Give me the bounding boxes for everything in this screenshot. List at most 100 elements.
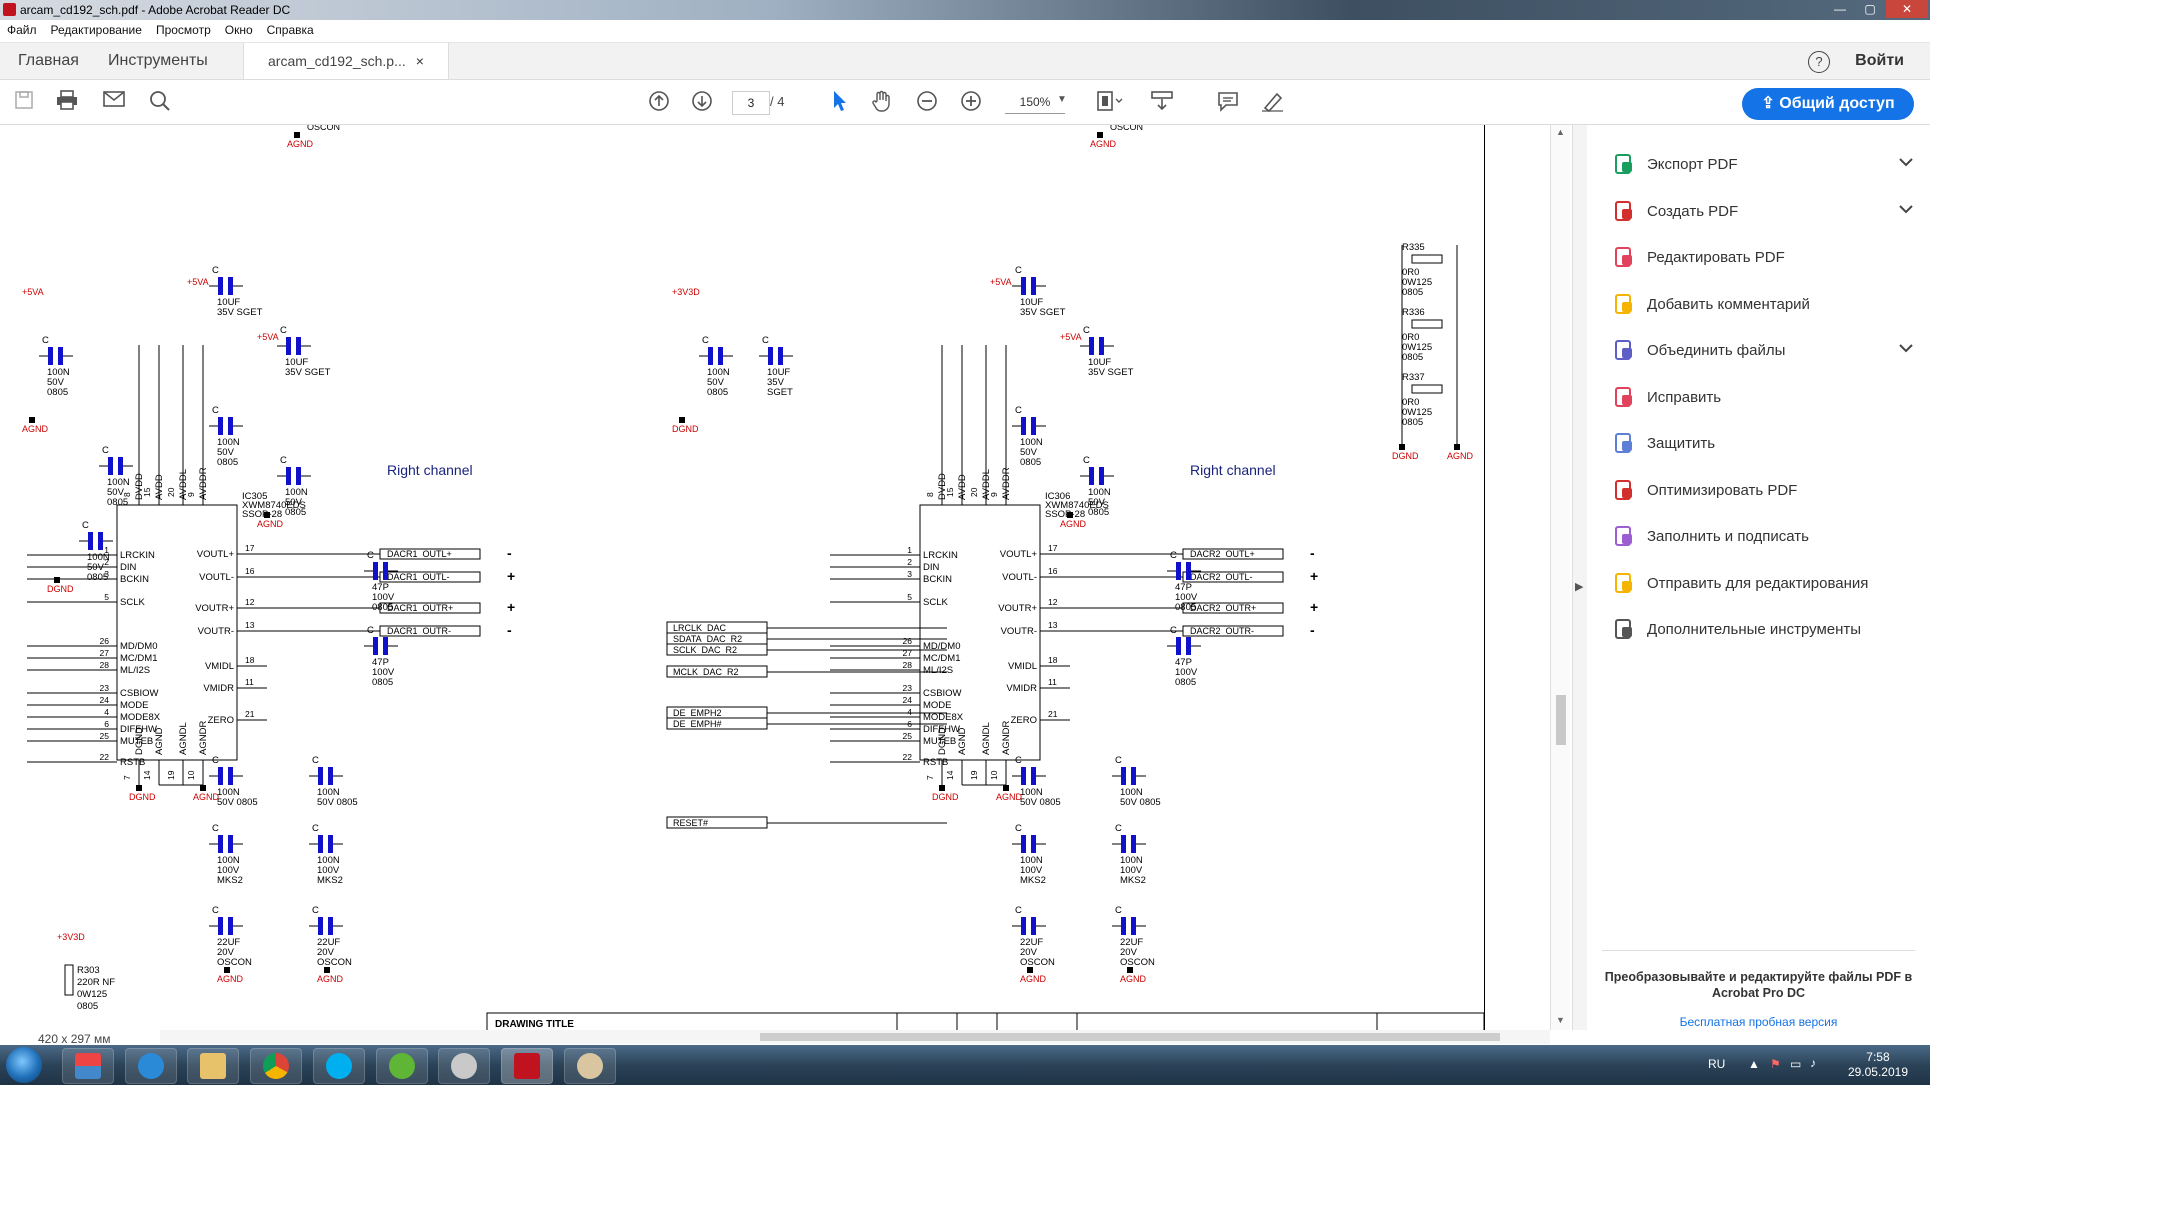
- minimize-button[interactable]: —: [1834, 2, 1846, 16]
- horizontal-scrollbar[interactable]: [160, 1030, 1550, 1044]
- ic-pin-number: 12: [1048, 597, 1058, 607]
- search-icon[interactable]: [148, 90, 172, 114]
- tool-label: Заполнить и подписать: [1647, 528, 1809, 545]
- print-icon[interactable]: [55, 90, 79, 114]
- zoom-out-icon[interactable]: [915, 90, 939, 114]
- cap-plate: [373, 562, 378, 580]
- tray-arrow-icon[interactable]: ▲: [1748, 1057, 1760, 1071]
- cap-plate: [48, 347, 53, 365]
- tool-edit-pdf[interactable]: Редактировать PDF: [1613, 243, 1913, 273]
- ic-pin-number: 9: [186, 492, 196, 497]
- cap-plate: [1186, 562, 1191, 580]
- language-indicator[interactable]: RU: [1708, 1057, 1726, 1071]
- vertical-scrollbar[interactable]: ▲ ▼: [1550, 125, 1570, 1030]
- share-button[interactable]: ⇪ Общий доступ: [1742, 88, 1914, 120]
- cap-plate: [1021, 917, 1026, 935]
- scroll-up-icon[interactable]: ▲: [1556, 127, 1565, 137]
- highlight-pen-icon[interactable]: [1261, 90, 1285, 114]
- scroll-down-icon[interactable]: ▼: [1556, 1015, 1565, 1025]
- page-size-label: 420 x 297 мм: [38, 1032, 111, 1046]
- taskbar-clock[interactable]: 7:58 29.05.2019: [1848, 1050, 1908, 1080]
- page-number-input[interactable]: 3: [732, 91, 770, 115]
- tool-fill-sign[interactable]: Заполнить и подписать: [1613, 522, 1913, 552]
- menu-window[interactable]: Окно: [224, 23, 253, 37]
- chevron-down-icon[interactable]: [1899, 340, 1913, 357]
- select-pointer-icon[interactable]: [828, 90, 852, 114]
- tool-optimize-pdf[interactable]: Оптимизировать PDF: [1613, 476, 1913, 506]
- taskbar-media-player[interactable]: [438, 1048, 490, 1084]
- hand-tool-icon[interactable]: [870, 90, 894, 114]
- horizontal-scroll-thumb[interactable]: [760, 1033, 1500, 1041]
- cap-plate: [296, 337, 301, 355]
- close-window-button[interactable]: ✕: [1886, 0, 1928, 18]
- tool-comment[interactable]: Добавить комментарий: [1613, 290, 1913, 320]
- folder-icon: [200, 1053, 226, 1079]
- menu-edit[interactable]: Редактирование: [50, 23, 142, 37]
- schematic-drawing: IC305XWM8740EDSSSOP-28LRCKIN1DIN2BCKIN3S…: [22, 125, 1484, 1030]
- close-tab-icon[interactable]: ×: [415, 53, 424, 69]
- tool-label: Защитить: [1647, 435, 1716, 452]
- chevron-down-icon[interactable]: [1899, 201, 1913, 218]
- next-page-icon[interactable]: [690, 90, 714, 114]
- ic-pin-number: 17: [245, 543, 255, 553]
- power-rail-label: +3V3D: [672, 287, 700, 297]
- email-icon[interactable]: [102, 90, 126, 114]
- taskbar-chrome[interactable]: [250, 1048, 302, 1084]
- fit-page-icon[interactable]: [1096, 90, 1123, 114]
- collapse-arrow-icon[interactable]: ▶: [1575, 581, 1584, 593]
- tool-protect[interactable]: Защитить: [1613, 429, 1913, 459]
- taskbar-app-manager[interactable]: [62, 1048, 114, 1084]
- comment-tool-icon[interactable]: [1216, 90, 1240, 114]
- ic-pin-label: VOUTR+: [195, 603, 234, 614]
- taskbar-internet-explorer[interactable]: [125, 1048, 177, 1084]
- ic-pin-number: 3: [104, 569, 109, 579]
- component-value: OSCON: [1020, 957, 1055, 968]
- tab-home[interactable]: Главная: [18, 52, 79, 69]
- ic-pin-number: 12: [245, 597, 255, 607]
- tab-tools[interactable]: Инструменты: [108, 52, 208, 69]
- trial-link[interactable]: Бесплатная пробная версия: [1679, 1015, 1838, 1029]
- ground-node: [1027, 967, 1033, 973]
- battery-icon[interactable]: ▭: [1790, 1057, 1802, 1071]
- tool-send-for-review[interactable]: Отправить для редактирования: [1613, 569, 1913, 599]
- taskbar-paint[interactable]: [564, 1048, 616, 1084]
- prev-page-icon[interactable]: [647, 90, 671, 114]
- volume-icon[interactable]: ♪: [1810, 1056, 1816, 1070]
- cap-plate: [1121, 835, 1126, 853]
- input-net-label: SDATA_DAC_R2: [673, 634, 742, 644]
- tool-combine-files[interactable]: Объединить файлы: [1613, 336, 1913, 366]
- menu-view[interactable]: Просмотр: [155, 23, 211, 37]
- taskbar-utorrent[interactable]: [376, 1048, 428, 1084]
- menu-help[interactable]: Справка: [266, 23, 314, 37]
- component-value: 0805: [1020, 457, 1041, 468]
- taskbar-skype[interactable]: [313, 1048, 365, 1084]
- panel-collapse-handle[interactable]: ▶: [1572, 125, 1588, 1030]
- zoom-dropdown-icon[interactable]: ▼: [1057, 94, 1067, 105]
- vertical-scroll-thumb[interactable]: [1556, 695, 1566, 745]
- zoom-level-input[interactable]: 150%: [1005, 91, 1065, 114]
- tool-export-pdf[interactable]: Экспорт PDF: [1613, 150, 1913, 180]
- zoom-in-icon[interactable]: [959, 90, 983, 114]
- taskbar-acrobat[interactable]: [501, 1048, 553, 1084]
- cap-plate: [108, 457, 113, 475]
- menu-file[interactable]: Файл: [7, 23, 37, 37]
- ic-pin-label: VMIDR: [203, 683, 234, 694]
- help-button[interactable]: ?: [1808, 51, 1830, 73]
- component-ref: C: [1015, 265, 1022, 276]
- start-button[interactable]: [6, 1047, 42, 1083]
- signin-button[interactable]: Войти: [1855, 52, 1904, 69]
- tab-document[interactable]: arcam_cd192_sch.p...×: [243, 43, 449, 79]
- taskbar-explorer[interactable]: [187, 1048, 239, 1084]
- tool-create-pdf[interactable]: Создать PDF: [1613, 197, 1913, 227]
- component-ref: R337: [1402, 372, 1425, 383]
- tool-fix[interactable]: Исправить: [1613, 383, 1913, 413]
- tool-more-tools[interactable]: Дополнительные инструменты: [1613, 615, 1913, 645]
- network-icon[interactable]: ⚑: [1770, 1057, 1781, 1071]
- component-value: 100N: [1020, 787, 1043, 798]
- maximize-button[interactable]: ▢: [1864, 2, 1876, 16]
- chevron-down-icon[interactable]: [1899, 154, 1913, 171]
- scroll-mode-icon[interactable]: [1150, 90, 1174, 114]
- ic-pin-number: 19: [969, 770, 979, 780]
- save-icon[interactable]: [12, 90, 36, 114]
